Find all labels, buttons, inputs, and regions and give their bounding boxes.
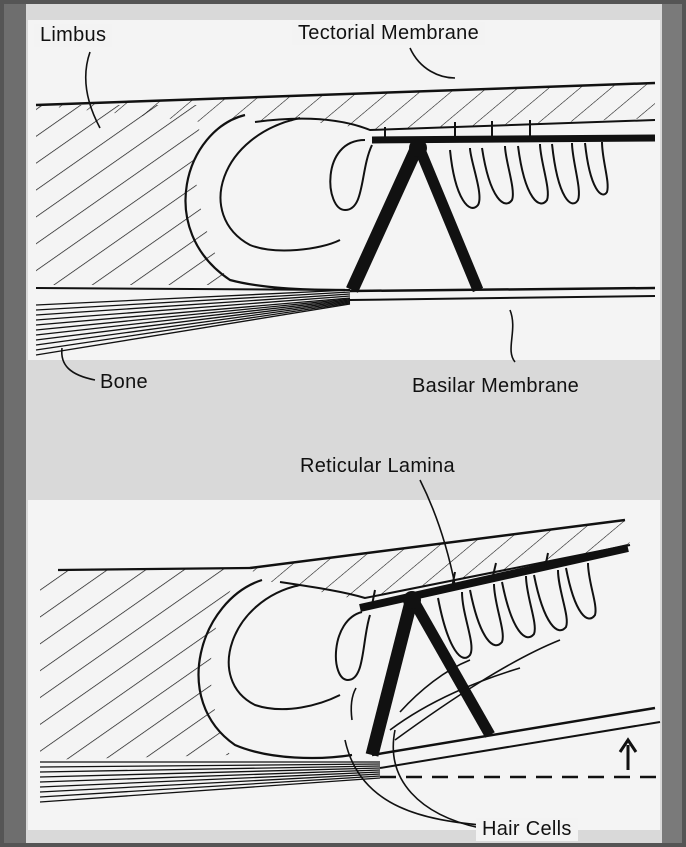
left-dark-bar <box>4 4 26 843</box>
label-basilar-membrane: Basilar Membrane <box>412 376 579 396</box>
pillar-head <box>409 139 427 157</box>
right-dark-bar <box>662 4 682 843</box>
label-limbus: Limbus <box>34 24 112 47</box>
label-tectorial-membrane: Tectorial Membrane <box>292 22 485 45</box>
label-reticular-lamina: Reticular Lamina <box>300 456 455 476</box>
reticular-lamina-top <box>372 138 655 140</box>
label-bone: Bone <box>100 372 148 392</box>
pillar-head-lower <box>403 591 421 609</box>
label-hair-cells: Hair Cells <box>476 818 578 841</box>
